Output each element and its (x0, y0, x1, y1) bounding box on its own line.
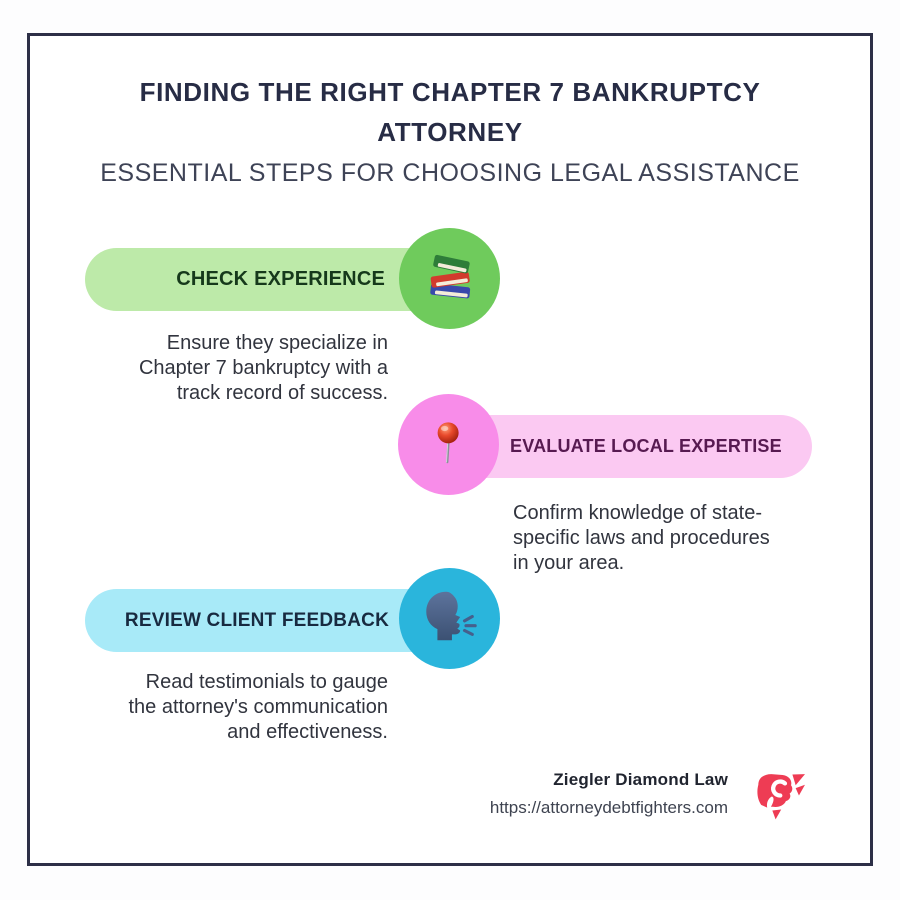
step-2-icon-circle (398, 394, 499, 495)
header: FINDING THE RIGHT CHAPTER 7 BANKRUPTCY A… (0, 72, 900, 189)
step-1-pill: CHECK EXPERIENCE (85, 248, 461, 311)
step-2-pill: EVALUATE LOCAL EXPERTISE (448, 415, 812, 478)
step-3-pill: REVIEW CLIENT FEEDBACK (85, 589, 461, 652)
step-3-icon-circle (399, 568, 500, 669)
step-3-description-line: Read testimonials to gauge (145, 671, 388, 693)
step-3-description-line: and effectiveness. (227, 721, 388, 743)
page-subtitle: ESSENTIAL STEPS FOR CHOOSING LEGAL ASSIS… (100, 159, 800, 187)
step-1-label: CHECK EXPERIENCE (176, 268, 385, 290)
step-2-label: EVALUATE LOCAL EXPERTISE (510, 436, 782, 456)
page-title-line-2: ATTORNEY (377, 117, 523, 147)
step-1-description-line: Chapter 7 bankruptcy with a (138, 357, 388, 379)
step-3-description: Read testimonials to gauge the attorney'… (48, 670, 388, 745)
step-2-description-line: Confirm knowledge of state- (513, 502, 763, 524)
brand-name: Ziegler Diamond Law (553, 770, 728, 789)
step-2-description-line: specific laws and procedures (513, 527, 770, 549)
step-3-label: REVIEW CLIENT FEEDBACK (124, 609, 389, 631)
step-1-icon-circle (399, 228, 500, 329)
step-1-description-line: track record of success. (176, 382, 388, 404)
step-1-description-line: Ensure they specialize in (166, 332, 388, 354)
page-title-line-1: FINDING THE RIGHT CHAPTER 7 BANKRUPTCY (139, 77, 761, 107)
speaking-head-icon (419, 585, 481, 652)
step-2-description: Confirm knowledge of state- specific law… (513, 501, 833, 576)
step-3-description-line: the attorney's communication (128, 696, 388, 718)
pushpin-icon (421, 414, 477, 475)
books-icon (420, 246, 480, 311)
footer: Ziegler Diamond Law https://attorneydebt… (490, 770, 728, 818)
step-2-description-line: in your area. (513, 552, 625, 574)
step-1-description: Ensure they specialize in Chapter 7 bank… (48, 331, 388, 406)
brand-url: https://attorneydebtfighters.com (489, 798, 728, 817)
brand-logo-icon (749, 766, 805, 831)
